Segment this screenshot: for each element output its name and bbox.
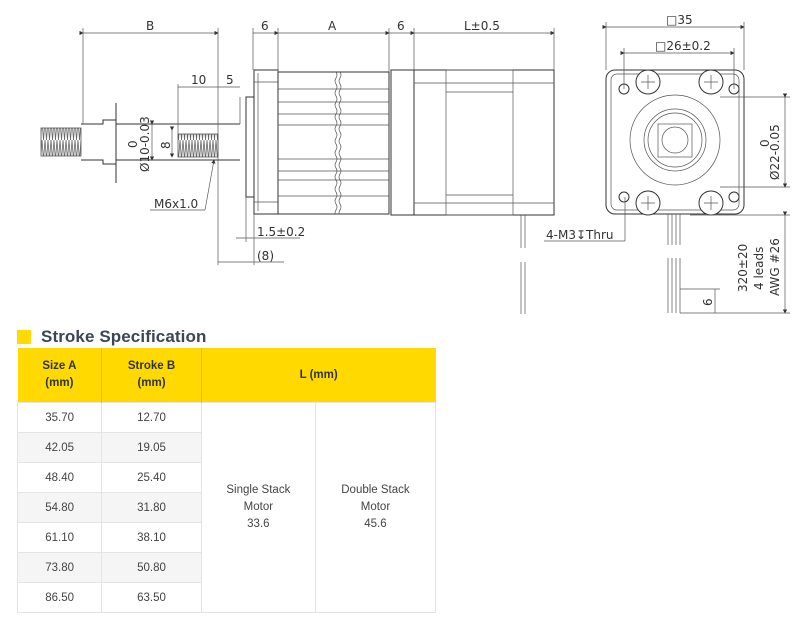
lead-length: 320±20 [736, 244, 750, 292]
dim-shaft-diameter: Ø10-0.03 [138, 116, 152, 172]
cell-stroke-b: 63.50 [101, 582, 202, 613]
mount-holes-label: 4-M3↧Thru [546, 228, 613, 242]
header-stroke-b: Stroke B(mm) [101, 348, 202, 403]
dim-10: 10 [191, 73, 206, 87]
dim-hole-spacing: □26±0.2 [655, 39, 711, 53]
motor-dimension-drawing: B 6 A 6 L±0.5 10 5 0 Ø10-0.03 8 M6x1.0 1… [40, 13, 790, 314]
dim-square-35: □35 [666, 13, 693, 27]
cell-stroke-b: 19.05 [101, 432, 202, 463]
stroke-spec-table: Size A(mm) Stroke B(mm) L (mm) 35.70 12.… [16, 348, 437, 613]
thread-label: M6x1.0 [154, 197, 198, 211]
table-row: 48.40 25.40 [16, 462, 436, 493]
cell-size-a: 73.80 [16, 552, 103, 583]
dim-8: 8 [159, 141, 173, 149]
dim-strip: 6 [701, 298, 715, 306]
cell-size-a: 42.05 [16, 432, 103, 463]
cell-stroke-b: 31.80 [101, 492, 202, 523]
dim-6-left: 6 [261, 19, 269, 33]
cell-size-a: 54.80 [16, 492, 103, 523]
section-title: Stroke Specification [41, 327, 207, 346]
cell-size-a: 86.50 [16, 582, 103, 613]
dim-l: L±0.5 [464, 19, 500, 33]
dim-6-right: 6 [397, 19, 405, 33]
dim-flange: 1.5±0.2 [257, 225, 305, 239]
end-view: □35 □26±0.2 0 Ø22-0.05 4-M3↧Thru 320±20 … [544, 13, 790, 314]
dim-5: 5 [226, 73, 234, 87]
cell-size-a: 48.40 [16, 462, 103, 493]
cell-size-a: 35.70 [16, 402, 103, 433]
dim-pilot-tol: 0 [758, 139, 772, 147]
table-row: 61.10 38.10 [16, 522, 436, 553]
dim-a: A [328, 19, 337, 33]
threaded-insert [177, 133, 219, 158]
threaded-rod-end [40, 127, 82, 157]
header-size-a: Size A(mm) [17, 348, 103, 403]
cell-stroke-b: 25.40 [101, 462, 202, 493]
cell-stroke-b: 12.70 [101, 402, 202, 433]
table-row: 86.50 63.50 [16, 582, 436, 613]
screw-icon [618, 69, 740, 216]
dim-8-ref: (8) [257, 249, 274, 263]
dim-shaft-tol: 0 [126, 140, 140, 148]
cell-stroke-b: 50.80 [101, 552, 202, 583]
cell-size-a: 61.10 [16, 522, 103, 553]
table-row: 42.05 19.05 [16, 432, 436, 463]
section-marker [17, 330, 31, 344]
cell-stroke-b: 38.10 [101, 522, 202, 553]
table-row: 54.80 31.80 [16, 492, 436, 523]
dim-b: B [146, 19, 154, 33]
dim-pilot-diameter: Ø22-0.05 [768, 124, 782, 180]
table-header-row: Size A(mm) Stroke B(mm) L (mm) [17, 348, 436, 403]
lead-gauge: AWG #26 [768, 238, 782, 296]
lead-count: 4 leads [752, 247, 766, 290]
side-view: B 6 A 6 L±0.5 10 5 0 Ø10-0.03 8 M6x1.0 1… [40, 19, 555, 314]
header-l: L (mm) [201, 348, 436, 403]
section-heading: Stroke Specification [17, 326, 206, 348]
